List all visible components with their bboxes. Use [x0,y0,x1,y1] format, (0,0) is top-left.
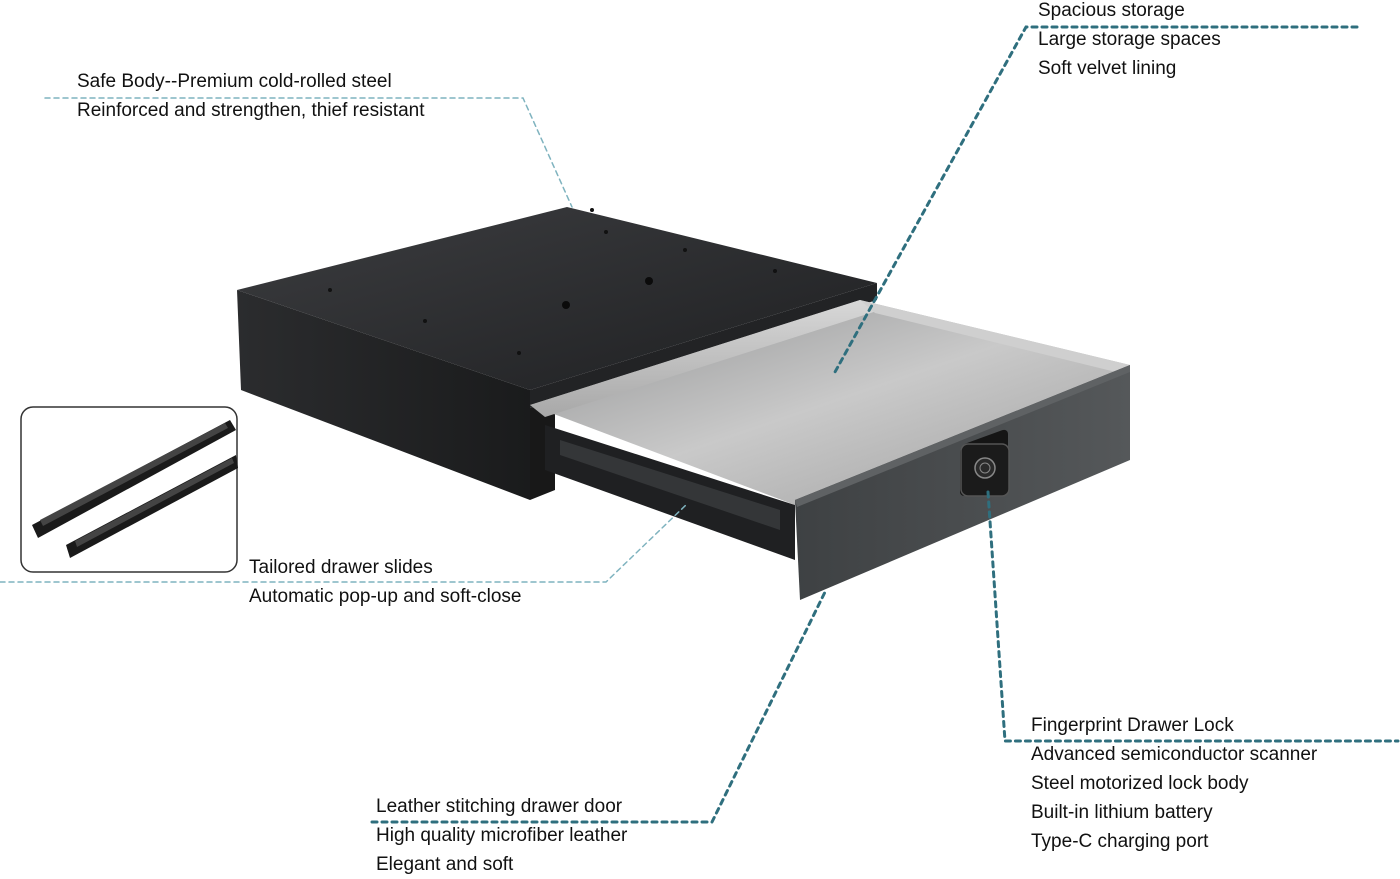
callout-line: Reinforced and strengthen, thief resista… [77,100,425,121]
callout-safe-body: Safe Body--Premium cold-rolled steel Rei… [77,67,424,125]
callout-line: Leather stitching drawer door [376,796,623,817]
callout-line: Advanced semiconductor scanner [1031,744,1318,765]
callout-line: Soft velvet lining [1038,58,1177,79]
safe-body [237,207,877,500]
fingerprint-icon [974,457,996,479]
callout-line: Tailored drawer slides [249,557,433,578]
drawer-slides-inset [20,406,238,573]
drawer [530,300,1130,600]
callout-line: Safe Body--Premium cold-rolled steel [77,71,392,92]
callout-slides: Tailored drawer slides Automatic pop-up … [249,553,522,611]
callout-line: Automatic pop-up and soft-close [249,586,522,607]
leader-storage [833,25,1359,374]
callout-line: Steel motorized lock body [1031,773,1249,794]
callout-line: High quality microfiber leather [376,825,628,846]
leader-door [370,588,828,824]
callout-line: Type-C charging port [1031,831,1209,852]
leader-slides [0,502,689,583]
callout-storage: Spacious storage Large storage spaces So… [1038,0,1221,83]
leader-safe-body [44,97,573,208]
leader-lock [986,490,1400,743]
callout-line: Fingerprint Drawer Lock [1031,715,1234,736]
callout-lock: Fingerprint Drawer Lock Advanced semicon… [1031,711,1317,856]
callout-line: Built-in lithium battery [1031,802,1213,823]
fingerprint-lock [960,443,1010,497]
callout-door: Leather stitching drawer door High quali… [376,792,627,879]
callout-line: Large storage spaces [1038,29,1221,50]
callout-line: Spacious storage [1038,0,1185,21]
callout-line: Elegant and soft [376,854,514,875]
